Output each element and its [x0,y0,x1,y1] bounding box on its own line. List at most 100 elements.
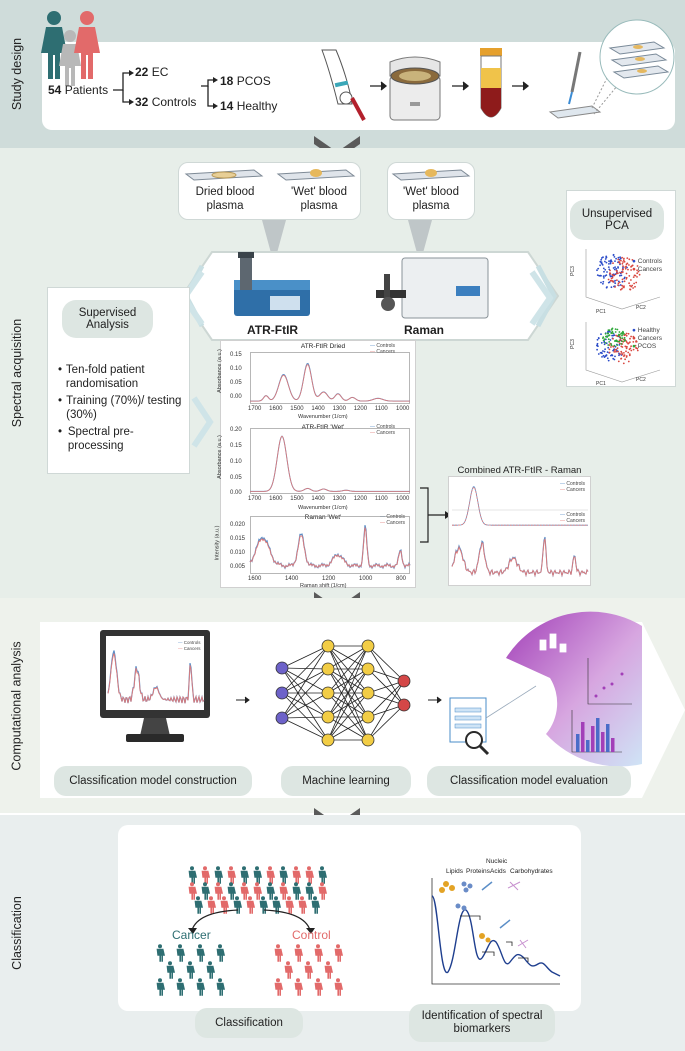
pca-point [610,328,613,331]
pca-point [620,332,622,335]
pca-point [600,257,603,259]
pca-point [618,344,621,346]
pca-point [606,271,608,273]
monitor-icon [100,630,210,742]
x-tick-label: 1200 [353,496,368,502]
raman-slide-icon [391,169,471,181]
pca-point [609,261,612,263]
pca-point [633,274,636,277]
pca-point [623,277,626,280]
pca-point [626,257,629,259]
cancer-label: Cancer [172,928,211,942]
pca-point [602,282,604,285]
pca-point [631,284,634,287]
person-body [196,948,205,962]
x-tick-label: 800 [396,576,407,582]
pca-point [618,342,621,345]
pca-point [629,341,631,343]
pca-point [610,275,612,278]
person-body [274,982,283,996]
pca-point [600,342,603,344]
spectra-panel [220,340,416,588]
pca-point [596,348,598,351]
nn-node [397,674,411,688]
dried-plasma-label: Dried blood plasma [195,186,255,212]
controls-text: 32 Controls [135,95,197,109]
pca-point [609,279,612,282]
pca-point [634,344,637,347]
raman-label: Raman [404,323,445,337]
monitor-legend: — Controls — Cancers [178,640,201,651]
person-body [253,886,262,900]
person-head [242,866,246,871]
pca-point [603,277,605,279]
person-head [287,896,291,901]
pca-point [615,350,617,353]
pca-point [612,267,615,269]
pca-point [602,339,605,342]
pca-point [609,272,612,275]
person-body [240,886,249,900]
computational-analysis-label: Computational analysis [10,640,24,771]
p3-ytick: 0.010 [230,550,246,556]
pca-point [624,345,627,348]
pca-point [622,261,624,263]
pca-legend-1: ● Controls ● Cancers [632,258,662,274]
person-body [201,870,210,884]
pca-point [616,279,618,282]
biomarker-result-label: Identification of spectral biomarkers [409,1004,555,1042]
pca-point [626,346,628,348]
eval-bar [591,726,595,752]
supervised-chevron-icon [191,396,214,448]
pca-point [621,352,623,354]
p1-ytick: 0.10 [230,366,242,372]
pca-point [603,338,606,341]
nn-node [361,710,375,724]
nn-edge [281,667,329,718]
x-tick-label: 1700 [248,496,262,502]
pca-point [607,266,610,268]
person-head [235,896,239,901]
x-tick-label: 1200 [322,576,336,582]
pca-point [604,275,607,277]
pca-point [623,352,625,354]
pca-point [636,349,639,352]
person-body [305,870,314,884]
person-head [242,882,246,887]
person-body [194,900,203,914]
pca-point [633,282,635,285]
pca-point [613,268,616,271]
eval-bar [606,724,610,752]
pca-point [614,339,617,342]
dried-slide-icon [184,169,264,181]
person-body [274,948,283,962]
pca-point [606,357,609,360]
pca-point [612,337,614,340]
pca-point [629,337,631,340]
pca-point [604,260,606,263]
nn-edge [281,667,329,741]
nn-edge [327,645,369,670]
pca-point [621,284,623,287]
pca-point [619,256,621,259]
pca-point [607,334,610,337]
nn-node [321,733,335,747]
nn-node [321,710,335,724]
pca-point [607,359,610,362]
pca-point [619,284,622,286]
model-construction-label: Classification model construction [54,766,252,796]
pca-point [625,350,627,353]
nn-edge [281,717,329,741]
nn-edge [327,692,369,741]
pca-point [622,271,624,273]
supervised-item: •Spectral pre-processing [58,426,134,452]
pca-point [604,342,607,344]
pca-point [632,348,635,351]
pca-point [618,340,621,343]
combined-plot [451,486,589,578]
person-body [318,886,327,900]
pca-point [605,261,608,264]
beam-cones [262,220,432,264]
